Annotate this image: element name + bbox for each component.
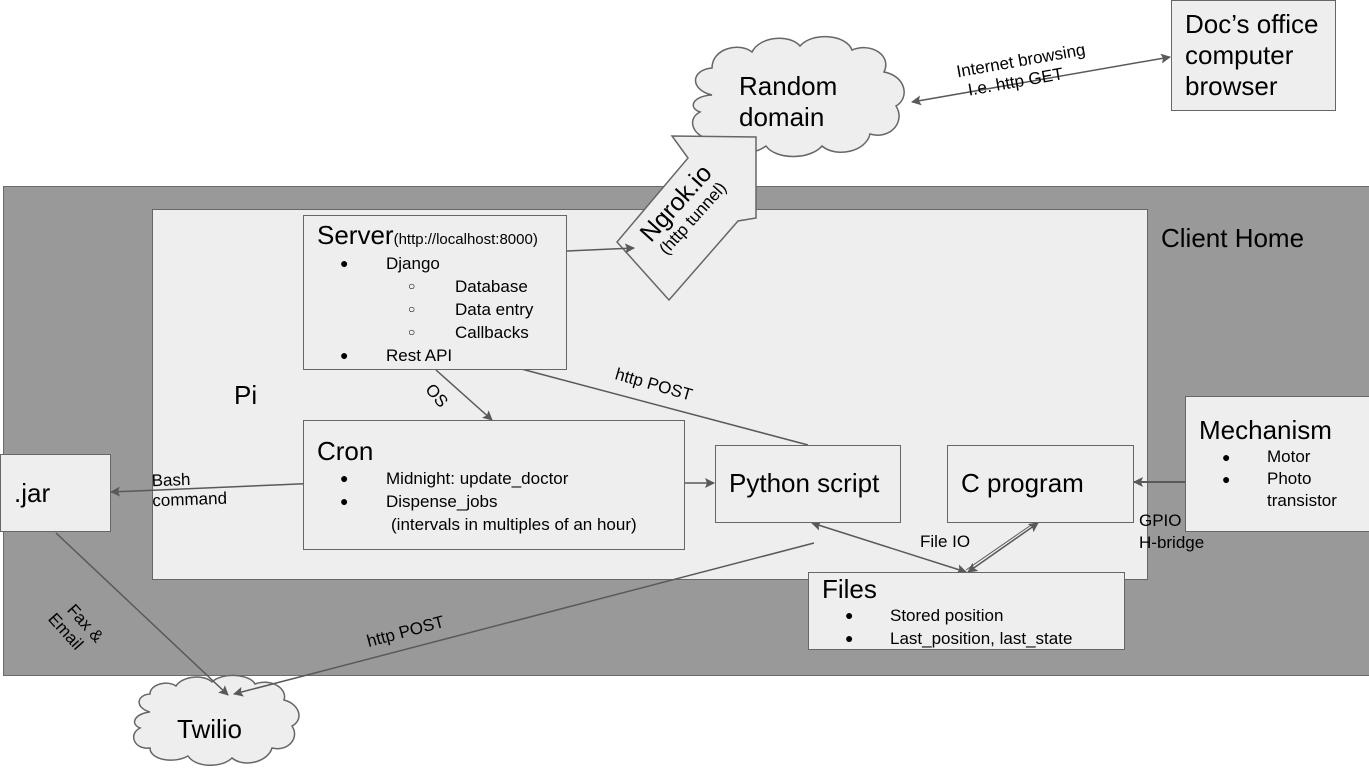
server-subitem-data-entry: ○Data entry: [408, 300, 534, 319]
server-item-django: ●Django: [340, 254, 440, 273]
cron-box: [303, 420, 685, 550]
mechanism-box: [1185, 396, 1369, 532]
edge-label-file-io: File IO: [920, 532, 971, 551]
cron-item-dispense: ●Dispense_jobs: [340, 492, 498, 511]
files-box: [808, 572, 1125, 650]
mechanism-item-motor: ●Motor: [1222, 447, 1311, 466]
server-subitem-callbacks: ○Callbacks: [408, 323, 529, 342]
server-subitem-database: ○Database: [408, 277, 528, 296]
doc-browser-line-2: computer: [1185, 40, 1294, 70]
mechanism-title: Mechanism: [1199, 415, 1332, 445]
python-script-label: Python script: [729, 468, 880, 498]
files-list: ●Stored position ●Last_position, last_st…: [845, 604, 1072, 650]
c-program-label: C program: [961, 468, 1084, 498]
cron-list: ●Midnight: update_doctor ●Dispense_jobs …: [340, 467, 637, 536]
gpio-text: GPIO: [1139, 511, 1182, 530]
cron-item-midnight: ●Midnight: update_doctor: [340, 469, 569, 488]
server-item-rest-api: ●Rest API: [340, 346, 453, 365]
h-bridge-text: H-bridge: [1139, 533, 1205, 552]
files-item-last-position: ●Last_position, last_state: [845, 629, 1073, 648]
mechanism-item-photo-transistor: ●Photo transistor: [1222, 469, 1337, 510]
python-script-box: [715, 445, 901, 523]
server-box: [303, 215, 567, 370]
edge-label-internet-browsing: Internet browsing I.e. http GET: [955, 40, 1090, 102]
server-list: ●Django ○Database ○Data entry ○Callbacks…: [340, 252, 533, 367]
files-item-stored-position: ●Stored position: [845, 606, 1004, 625]
c-program-box: [947, 445, 1134, 523]
doc-office-browser-box: [1171, 0, 1336, 111]
cron-title: Cron: [317, 436, 374, 466]
doc-browser-line-3: browser: [1185, 71, 1278, 101]
server-title: Server(http://localhost:8000): [317, 220, 538, 251]
mechanism-list: ●Motor ●Photo transistor: [1222, 446, 1337, 512]
twilio-label: Twilio: [177, 714, 243, 744]
server-title-text: Server: [317, 220, 394, 250]
jar-label: .jar: [14, 478, 51, 508]
bash-text: Bash: [151, 469, 191, 491]
edge-label-bash-command: Bash command: [151, 469, 227, 512]
random-domain-label-2: domain: [739, 102, 825, 132]
pi-label: Pi: [234, 380, 258, 410]
command-text: command: [152, 488, 228, 511]
cron-note: (intervals in multiples of an hour): [391, 515, 637, 534]
files-title: Files: [822, 574, 877, 604]
edge-label-gpio: GPIO H-bridge: [1139, 510, 1204, 554]
doc-browser-line-1: Doc’s office: [1185, 9, 1319, 39]
jar-box: [0, 454, 111, 532]
random-domain-label-1: Random: [739, 71, 838, 101]
client-home-label: Client Home: [1161, 223, 1305, 253]
server-url: (http://localhost:8000): [393, 231, 538, 248]
